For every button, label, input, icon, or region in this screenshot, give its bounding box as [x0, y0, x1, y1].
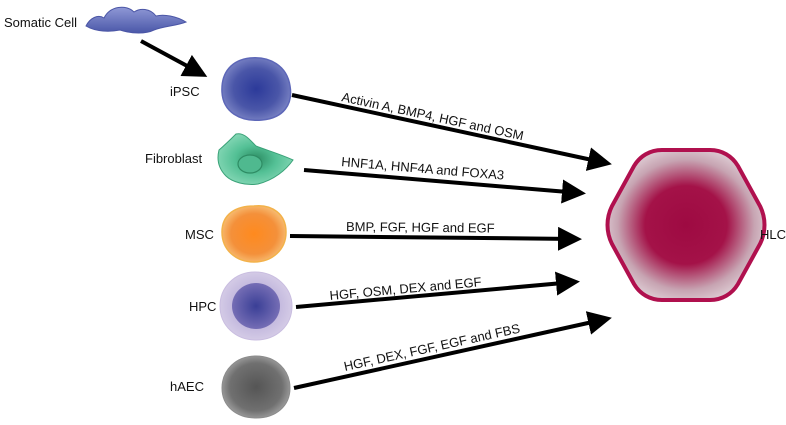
msc-label: MSC — [185, 227, 214, 242]
somatic-cell-label: Somatic Cell — [4, 15, 77, 30]
somatic-cell: Somatic Cell — [4, 6, 188, 34]
hpc-to-hlc-arrow — [295, 271, 580, 309]
hlc-cell-shape — [605, 148, 767, 302]
ipsc-cell-shape — [221, 57, 292, 121]
ipsc-factors-label: Activin A, BMP4, HGF and OSM — [340, 89, 525, 143]
haec-to-hlc-arrow — [293, 311, 612, 390]
hpc-label: HPC — [189, 299, 216, 314]
haec-cell: hAEC — [170, 355, 291, 419]
hpc-cell: HPC — [189, 271, 293, 341]
ipsc-label: iPSC — [170, 84, 200, 99]
fibroblast-cell: Fibroblast — [145, 133, 294, 185]
msc-factors-label: BMP, FGF, HGF and EGF — [346, 219, 495, 236]
somatic-cell-shape — [85, 6, 188, 34]
ipsc-cell: iPSC — [170, 57, 292, 121]
fibroblast-nucleus — [237, 154, 263, 174]
msc-cell-shape — [221, 205, 287, 263]
haec-factors-label: HGF, DEX, FGF, EGF and FBS — [342, 321, 521, 374]
hpc-nucleus — [232, 283, 280, 329]
fibroblast-label: Fibroblast — [145, 151, 202, 166]
msc-cell: MSC — [185, 205, 287, 263]
haec-cell-shape — [221, 355, 291, 419]
fibroblast-to-hlc-arrow — [303, 168, 586, 204]
haec-label: hAEC — [170, 379, 204, 394]
hlc-cell: HLC — [605, 148, 786, 302]
ipsc-to-hlc-arrow — [291, 93, 612, 171]
msc-to-hlc-arrow — [289, 226, 582, 251]
somatic-to-ipsc-arrow — [140, 39, 208, 77]
hlc-label: HLC — [760, 227, 786, 242]
